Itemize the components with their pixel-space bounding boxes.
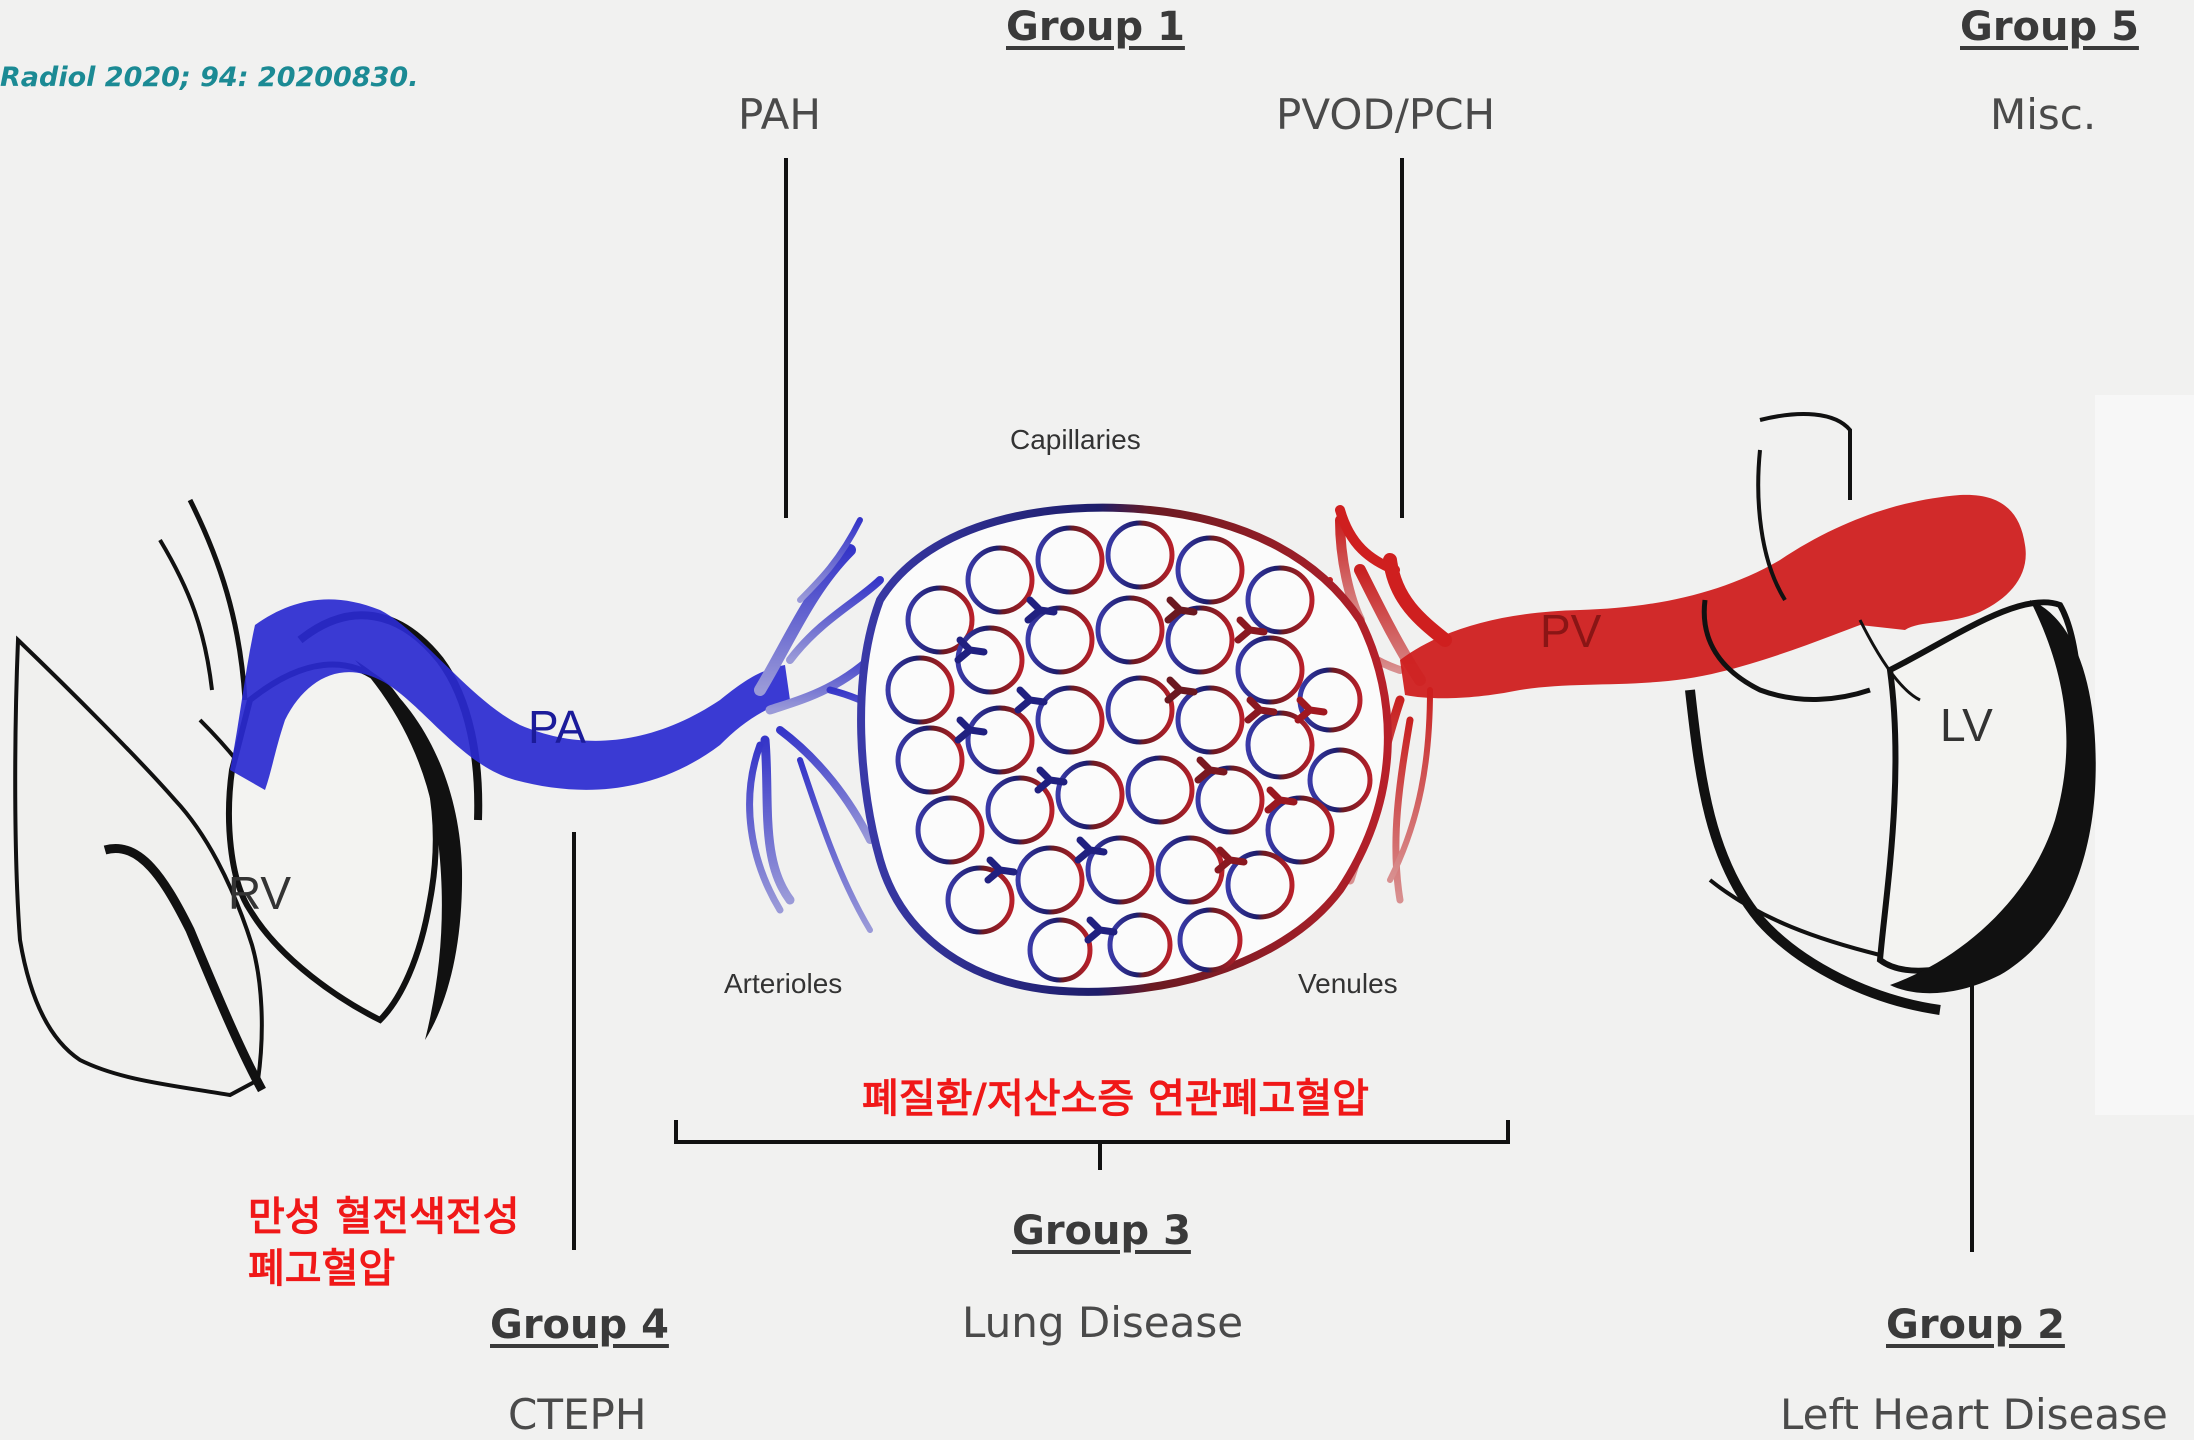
group-2-label: Left Heart Disease: [1780, 1390, 2168, 1439]
cteph-korean-annotation-line2: 폐고혈압: [248, 1236, 395, 1294]
cteph-korean-annotation-line1: 만성 혈전색전성: [248, 1184, 520, 1242]
right-heart-drawing: [15, 500, 478, 1095]
citation-text: Radiol 2020; 94: 20200830.: [0, 62, 418, 93]
lv-label: LV: [1940, 698, 1993, 752]
venules-label: Venules: [1298, 968, 1398, 1000]
capillary-network: [861, 508, 1388, 992]
capillaries-label: Capillaries: [1010, 424, 1141, 456]
rv-label: RV: [228, 866, 291, 920]
group-2-title: Group 2: [1886, 1302, 2065, 1348]
group-3-label: Lung Disease: [962, 1298, 1243, 1347]
group-3-title: Group 3: [1012, 1208, 1191, 1254]
group-5-label: Misc.: [1990, 90, 2096, 139]
group-5-title: Group 5: [1960, 4, 2139, 50]
pa-label: PA: [528, 700, 586, 754]
right-edge-panel: [2095, 395, 2194, 1115]
group-4-title: Group 4: [490, 1302, 669, 1348]
group-1-pvod-label: PVOD/PCH: [1276, 90, 1495, 139]
pv-label: PV: [1540, 604, 1601, 658]
group-4-label: CTEPH: [508, 1390, 646, 1439]
group-1-title: Group 1: [1006, 4, 1185, 50]
lung-disease-korean-annotation: 폐질환/저산소증 연관폐고혈압: [862, 1066, 1369, 1124]
left-heart-drawing: [1690, 414, 2096, 1010]
arterioles-label: Arterioles: [724, 968, 842, 1000]
group-1-pah-label: PAH: [738, 90, 821, 139]
